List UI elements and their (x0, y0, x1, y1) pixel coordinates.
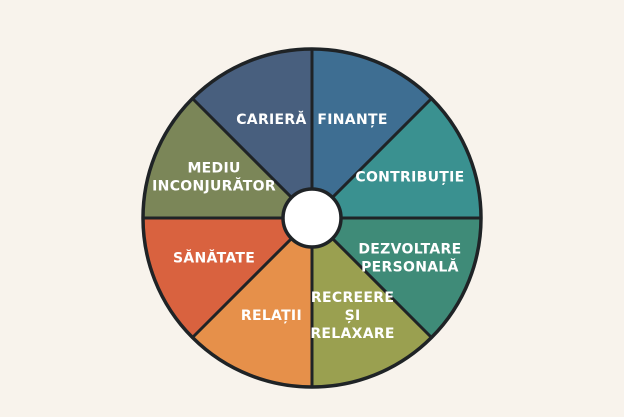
segment-dezvoltare (312, 218, 481, 338)
segment-label-contributie: CONTRIBUȚIE (355, 169, 464, 185)
segment-sanatate (143, 218, 312, 338)
segment-divider (191, 97, 293, 199)
segment-divider (191, 237, 293, 339)
segment-divider (331, 237, 433, 339)
wheel-dividers (143, 49, 481, 387)
wheel-segments (143, 49, 481, 387)
segment-mediu (143, 98, 312, 218)
segment-label-relatii: RELAȚII (241, 308, 302, 324)
segment-cariera (192, 49, 312, 218)
segment-label-sanatate: SĂNĂTATE (173, 249, 255, 267)
wheel-center-hub (281, 187, 343, 249)
segment-label-cariera: CARIERĂ (236, 110, 306, 128)
segment-relatii (192, 218, 312, 387)
wheel-outer-ring (141, 47, 483, 389)
segment-divider (331, 97, 433, 199)
segment-finante (312, 49, 432, 218)
segment-contributie (312, 98, 481, 218)
segment-label-finante: FINANȚE (317, 112, 387, 128)
segment-recreere (312, 218, 432, 387)
